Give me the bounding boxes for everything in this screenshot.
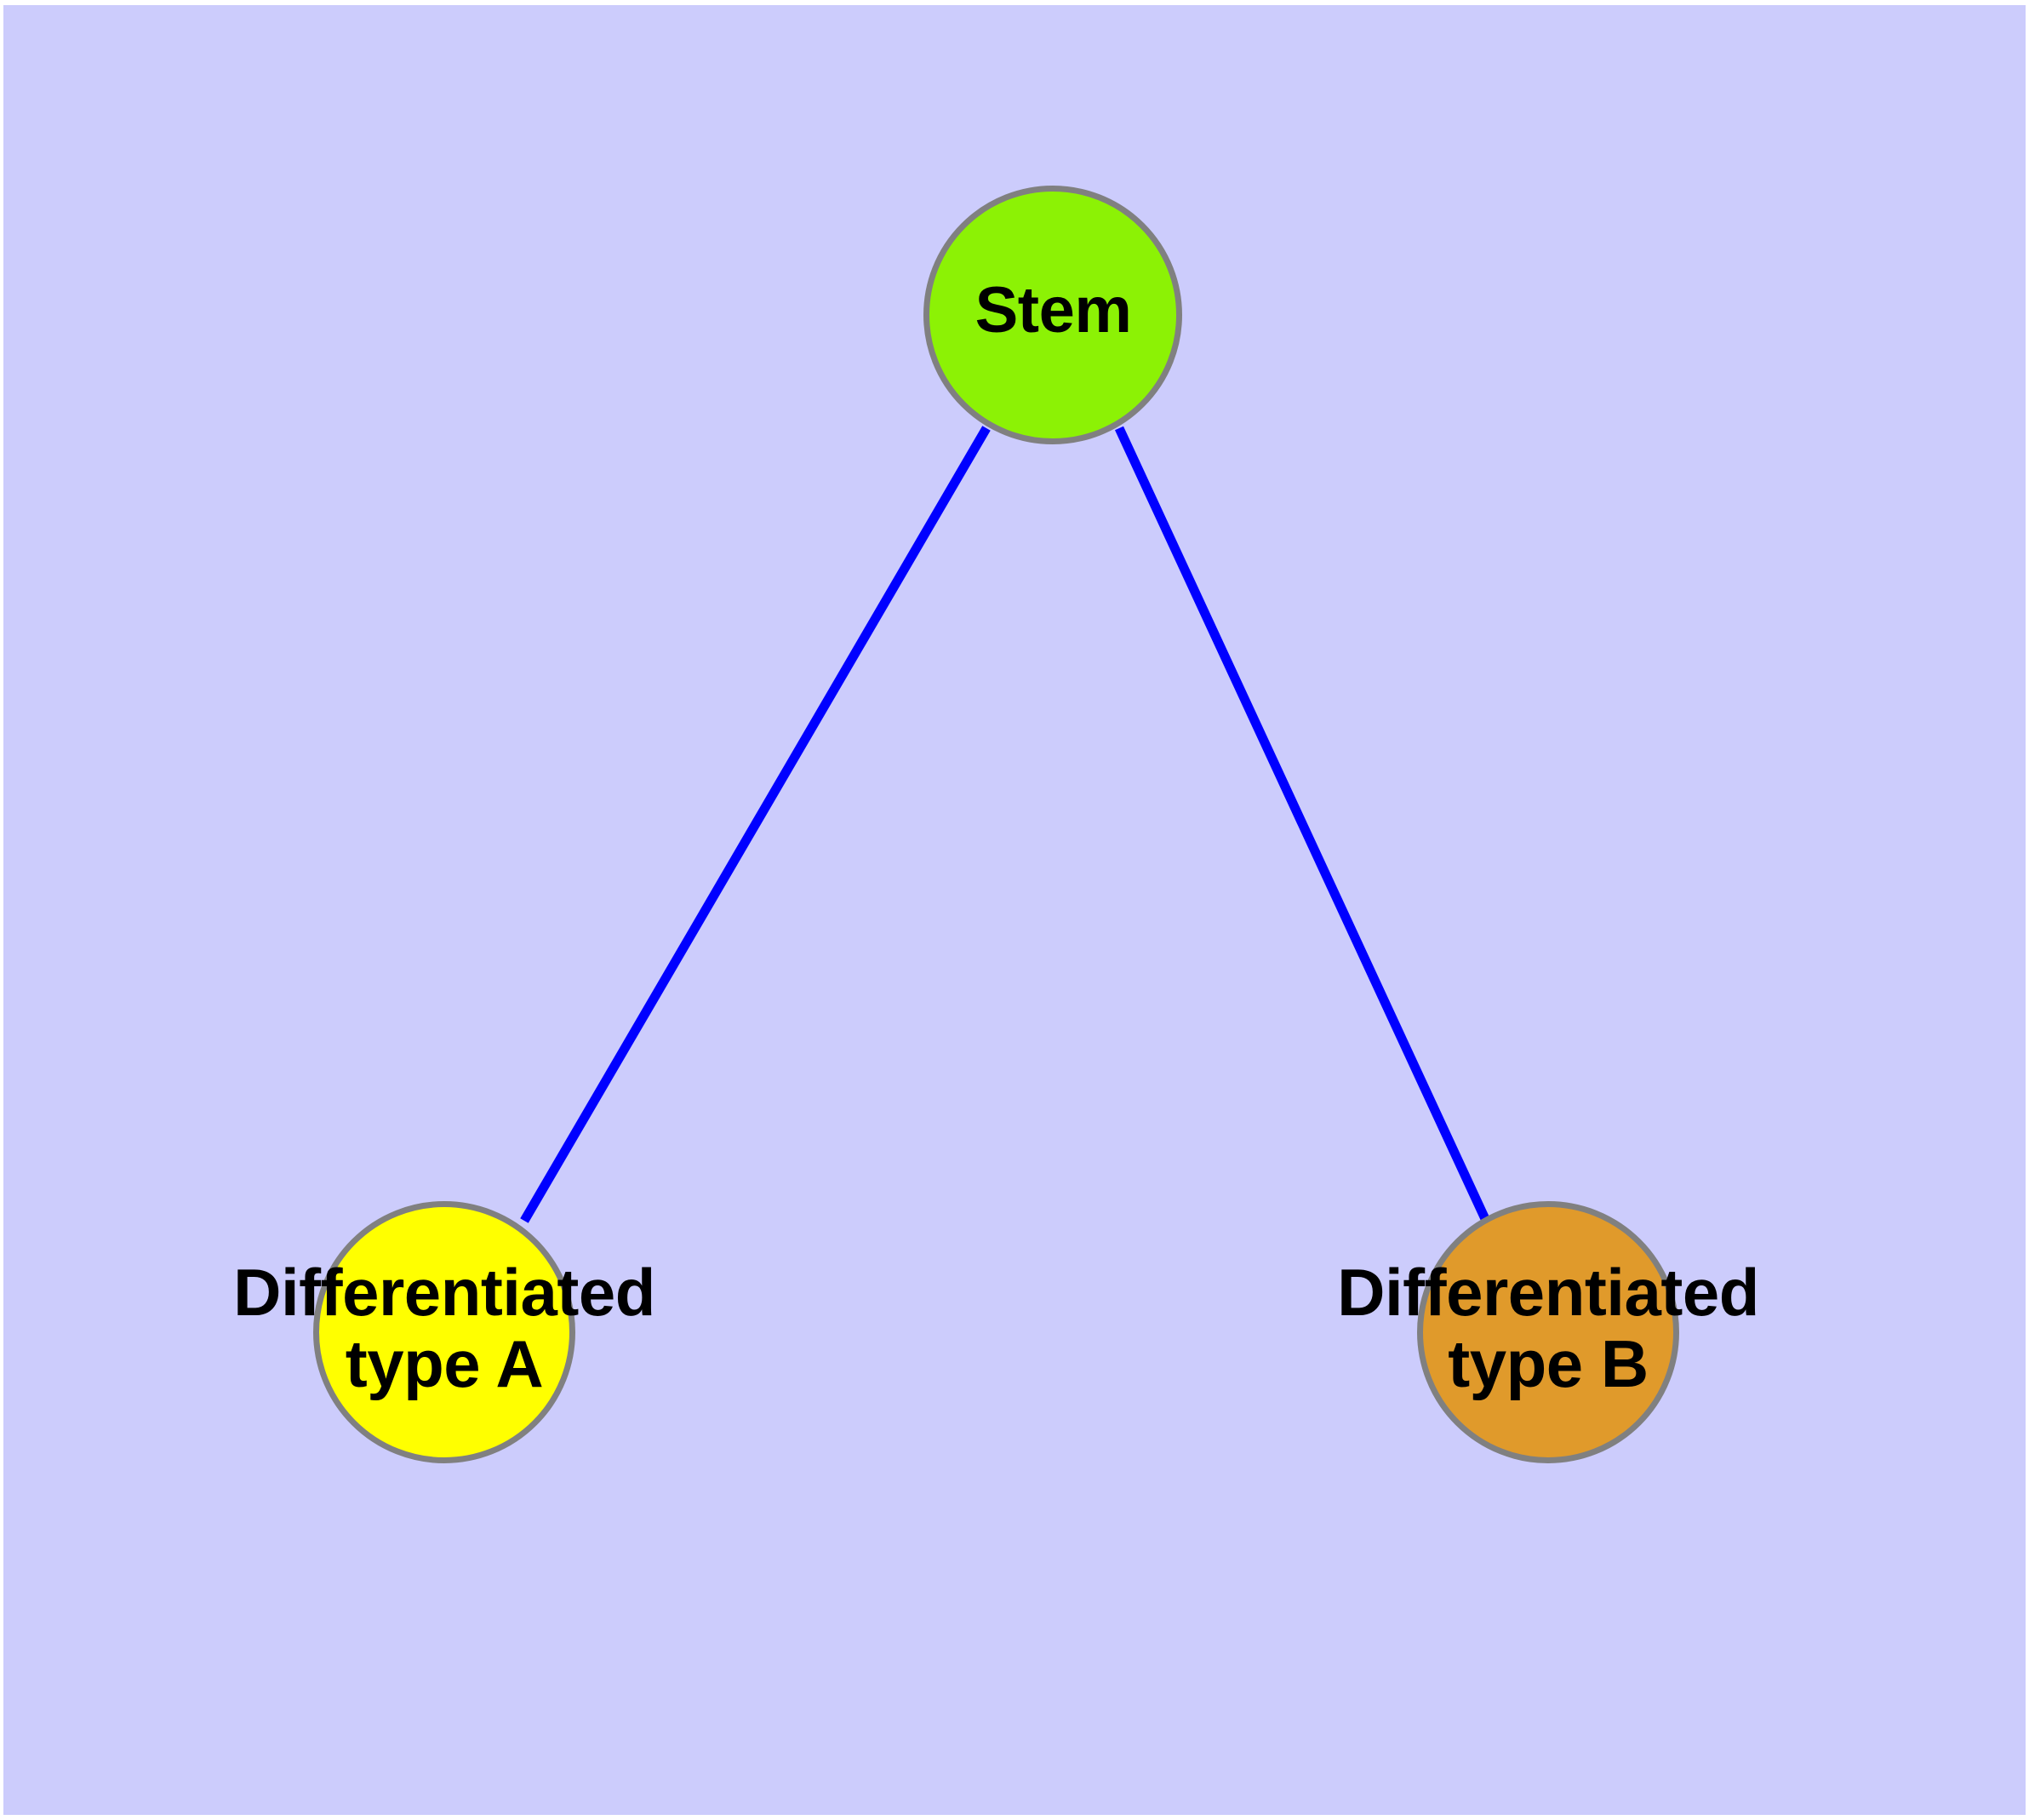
edge-layer bbox=[520, 426, 1490, 1223]
node-stem[interactable] bbox=[923, 186, 1182, 444]
edge-stem-to-diff-a bbox=[520, 426, 991, 1223]
node-differentiated-type-a[interactable] bbox=[313, 1201, 575, 1463]
edge-stem-to-diff-b bbox=[1115, 426, 1490, 1223]
node-differentiated-type-b[interactable] bbox=[1417, 1201, 1679, 1463]
